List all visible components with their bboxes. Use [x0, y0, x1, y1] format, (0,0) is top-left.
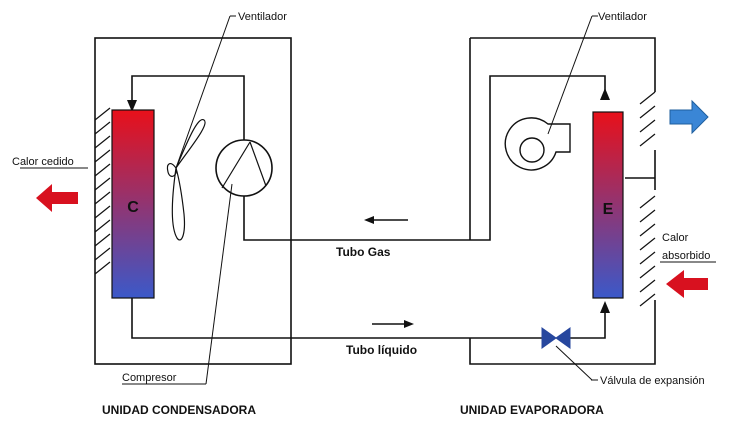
expansion-valve-label: Válvula de expansión: [600, 375, 705, 387]
unit-right-title: UNIDAD EVAPORADORA: [460, 403, 604, 417]
heat-in-label-1: Calor: [662, 232, 689, 244]
heat-in-label-2: absorbido: [662, 250, 710, 262]
gas-tube-label: Tubo Gas: [336, 245, 391, 259]
refrigerant-tubing: [131, 75, 606, 339]
fan-left-label: Ventilador: [238, 11, 287, 23]
expansion-valve-icon: [541, 327, 571, 349]
heat-out-label: Calor cedido: [12, 156, 74, 168]
compressor-label: Compresor: [122, 372, 177, 384]
liquid-tube-label: Tubo líquido: [346, 343, 417, 357]
heat-out-right-arrow: [669, 99, 709, 135]
evaporating-unit-box: [469, 37, 656, 365]
evaporator-vent-hatch-top: [639, 91, 656, 147]
evaporator-vent-hatch-bottom: [639, 195, 656, 307]
condenser-letter: C: [127, 199, 139, 216]
unit-left-title: UNIDAD CONDENSADORA: [102, 403, 256, 417]
liquid-flow-arrow: [372, 320, 414, 328]
evaporator-letter: E: [603, 201, 614, 218]
centrifugal-fan-icon: [504, 117, 571, 171]
compressor-icon: [215, 139, 273, 197]
leader-lines: [20, 15, 716, 385]
condenser-vent-hatch: [94, 107, 111, 275]
heat-out-arrow: [36, 184, 78, 212]
condenser-coil: C: [111, 109, 155, 299]
propeller-fan-icon: [166, 119, 206, 241]
evaporator-coil: E: [592, 111, 624, 299]
condensing-unit-box: [94, 37, 292, 365]
flow-arrowheads: [127, 88, 610, 313]
gas-flow-arrow: [364, 216, 408, 224]
fan-right-label: Ventilador: [598, 11, 647, 23]
heat-in-arrow: [666, 270, 708, 298]
